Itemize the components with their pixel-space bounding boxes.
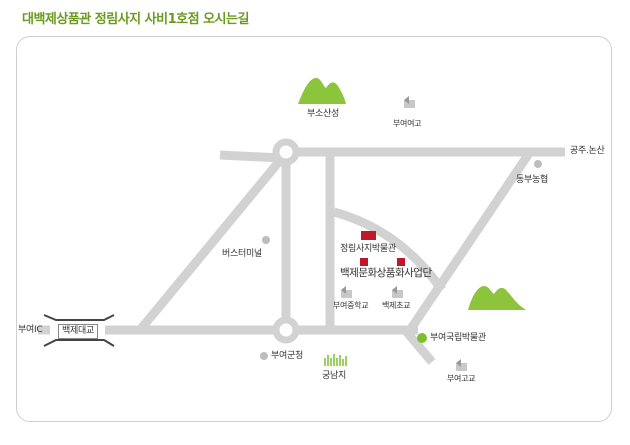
road-to-buyeo-gogyo — [401, 327, 436, 365]
label-buyeo-highschool: 부여여고 — [393, 119, 422, 128]
marker-baekje-culture-1 — [360, 258, 368, 266]
road-diagonal-right — [406, 149, 534, 333]
roundabout-top — [272, 138, 300, 166]
label-baekje-bridge: 백제대교 — [58, 324, 98, 339]
label-gungnamji: 궁남지 — [322, 371, 346, 381]
marker-jeongnimsaji — [361, 231, 376, 240]
roundabout-bottom — [272, 316, 300, 344]
label-buyeo-gogyo: 부여고교 — [447, 374, 476, 383]
page-title: 대백제상품관 정림사지 사비1호점 오시는길 — [22, 12, 249, 27]
mountain-icon-busosanseong — [298, 78, 346, 104]
dot-dongbu-nonghyup — [534, 160, 542, 168]
grass-icon-gungnamji — [324, 354, 347, 366]
bridge-icon — [43, 314, 115, 347]
road-circle-bottom-left — [219, 150, 283, 163]
marker-baekje-culture-2 — [397, 258, 405, 266]
label-buyeo-middle: 부여중학교 — [333, 301, 369, 310]
flag-icon-buyeo-highschool — [404, 96, 415, 108]
label-buyeo-gun-office: 부여군청 — [271, 351, 303, 361]
label-national-museum: 부여국립박물관 — [430, 333, 486, 343]
label-jeongnimsaji-museum: 정림사지박물관 — [340, 244, 396, 254]
dot-national-museum — [417, 333, 427, 343]
road-arc — [332, 207, 446, 293]
map-frame — [16, 36, 612, 422]
dot-bus-terminal — [262, 236, 270, 244]
dot-buyeo-gun-office — [260, 352, 268, 360]
label-gongju-nonsan: 공주.논산 — [570, 146, 605, 156]
flag-icon-baekje-elementary — [392, 286, 403, 298]
label-baekje-elementary: 백제초교 — [382, 301, 411, 310]
road-diagonal-left — [136, 155, 286, 333]
label-dongbu-nonghyup: 동부농협 — [516, 175, 548, 185]
roads — [105, 147, 565, 365]
label-baekje-culture: 백제문화상품화사업단 — [340, 267, 432, 279]
label-buyeo-ic: 부여IC — [18, 325, 43, 335]
label-bus-terminal: 버스터미널 — [222, 249, 262, 259]
mountain-icon-museum — [468, 286, 526, 310]
flag-icon-buyeo-gogyo — [456, 359, 467, 371]
flag-icon-buyeo-middle — [341, 286, 352, 298]
label-busosanseong: 부소산성 — [307, 109, 339, 119]
